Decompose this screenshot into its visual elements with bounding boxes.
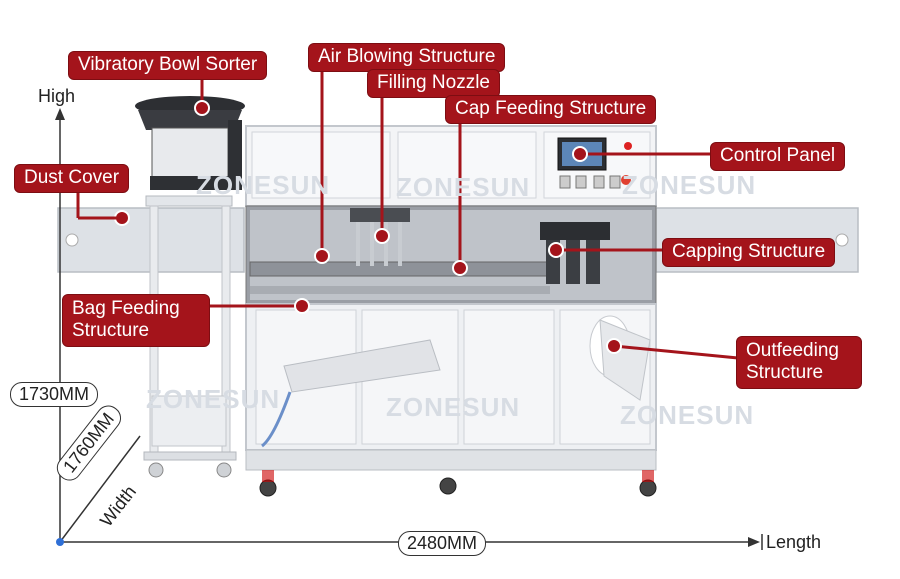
label-dust-cover: Dust Cover: [14, 164, 130, 193]
label-bag-feeding-structure: Bag Feeding Structure: [62, 294, 210, 347]
watermark: ZONESUN: [196, 170, 331, 200]
label-filling-nozzle: Filling Nozzle: [367, 69, 500, 98]
label-control-panel: Control Panel: [710, 142, 846, 171]
height-arrow-icon: [55, 108, 65, 120]
watermark: ZONESUN: [396, 172, 531, 202]
watermark: ZONESUN: [620, 400, 755, 430]
watermark: ZONESUN: [622, 170, 757, 200]
label-air-blowing-structure: Air Blowing Structure: [308, 43, 506, 72]
length-arrow-icon: [748, 537, 760, 547]
height-dimension: 1730MM: [10, 382, 99, 407]
height-axis-label: High: [38, 86, 76, 106]
label-vibratory-bowl-sorter: Vibratory Bowl Sorter: [68, 51, 268, 80]
label-capping-structure: Capping Structure: [662, 238, 836, 267]
length-dimension: 2480MM: [398, 531, 487, 556]
main-frame: [245, 125, 657, 497]
vibratory-bowl: [135, 96, 245, 190]
watermark: ZONESUN: [386, 392, 521, 422]
label-cap-feeding-structure: Cap Feeding Structure: [445, 95, 657, 124]
label-outfeeding-structure: Outfeeding Structure: [736, 336, 862, 389]
watermark: ZONESUN: [146, 384, 281, 414]
leader-dots: [114, 100, 622, 354]
length-axis-label: Length: [766, 532, 822, 552]
origin-dot-icon: [56, 538, 64, 546]
